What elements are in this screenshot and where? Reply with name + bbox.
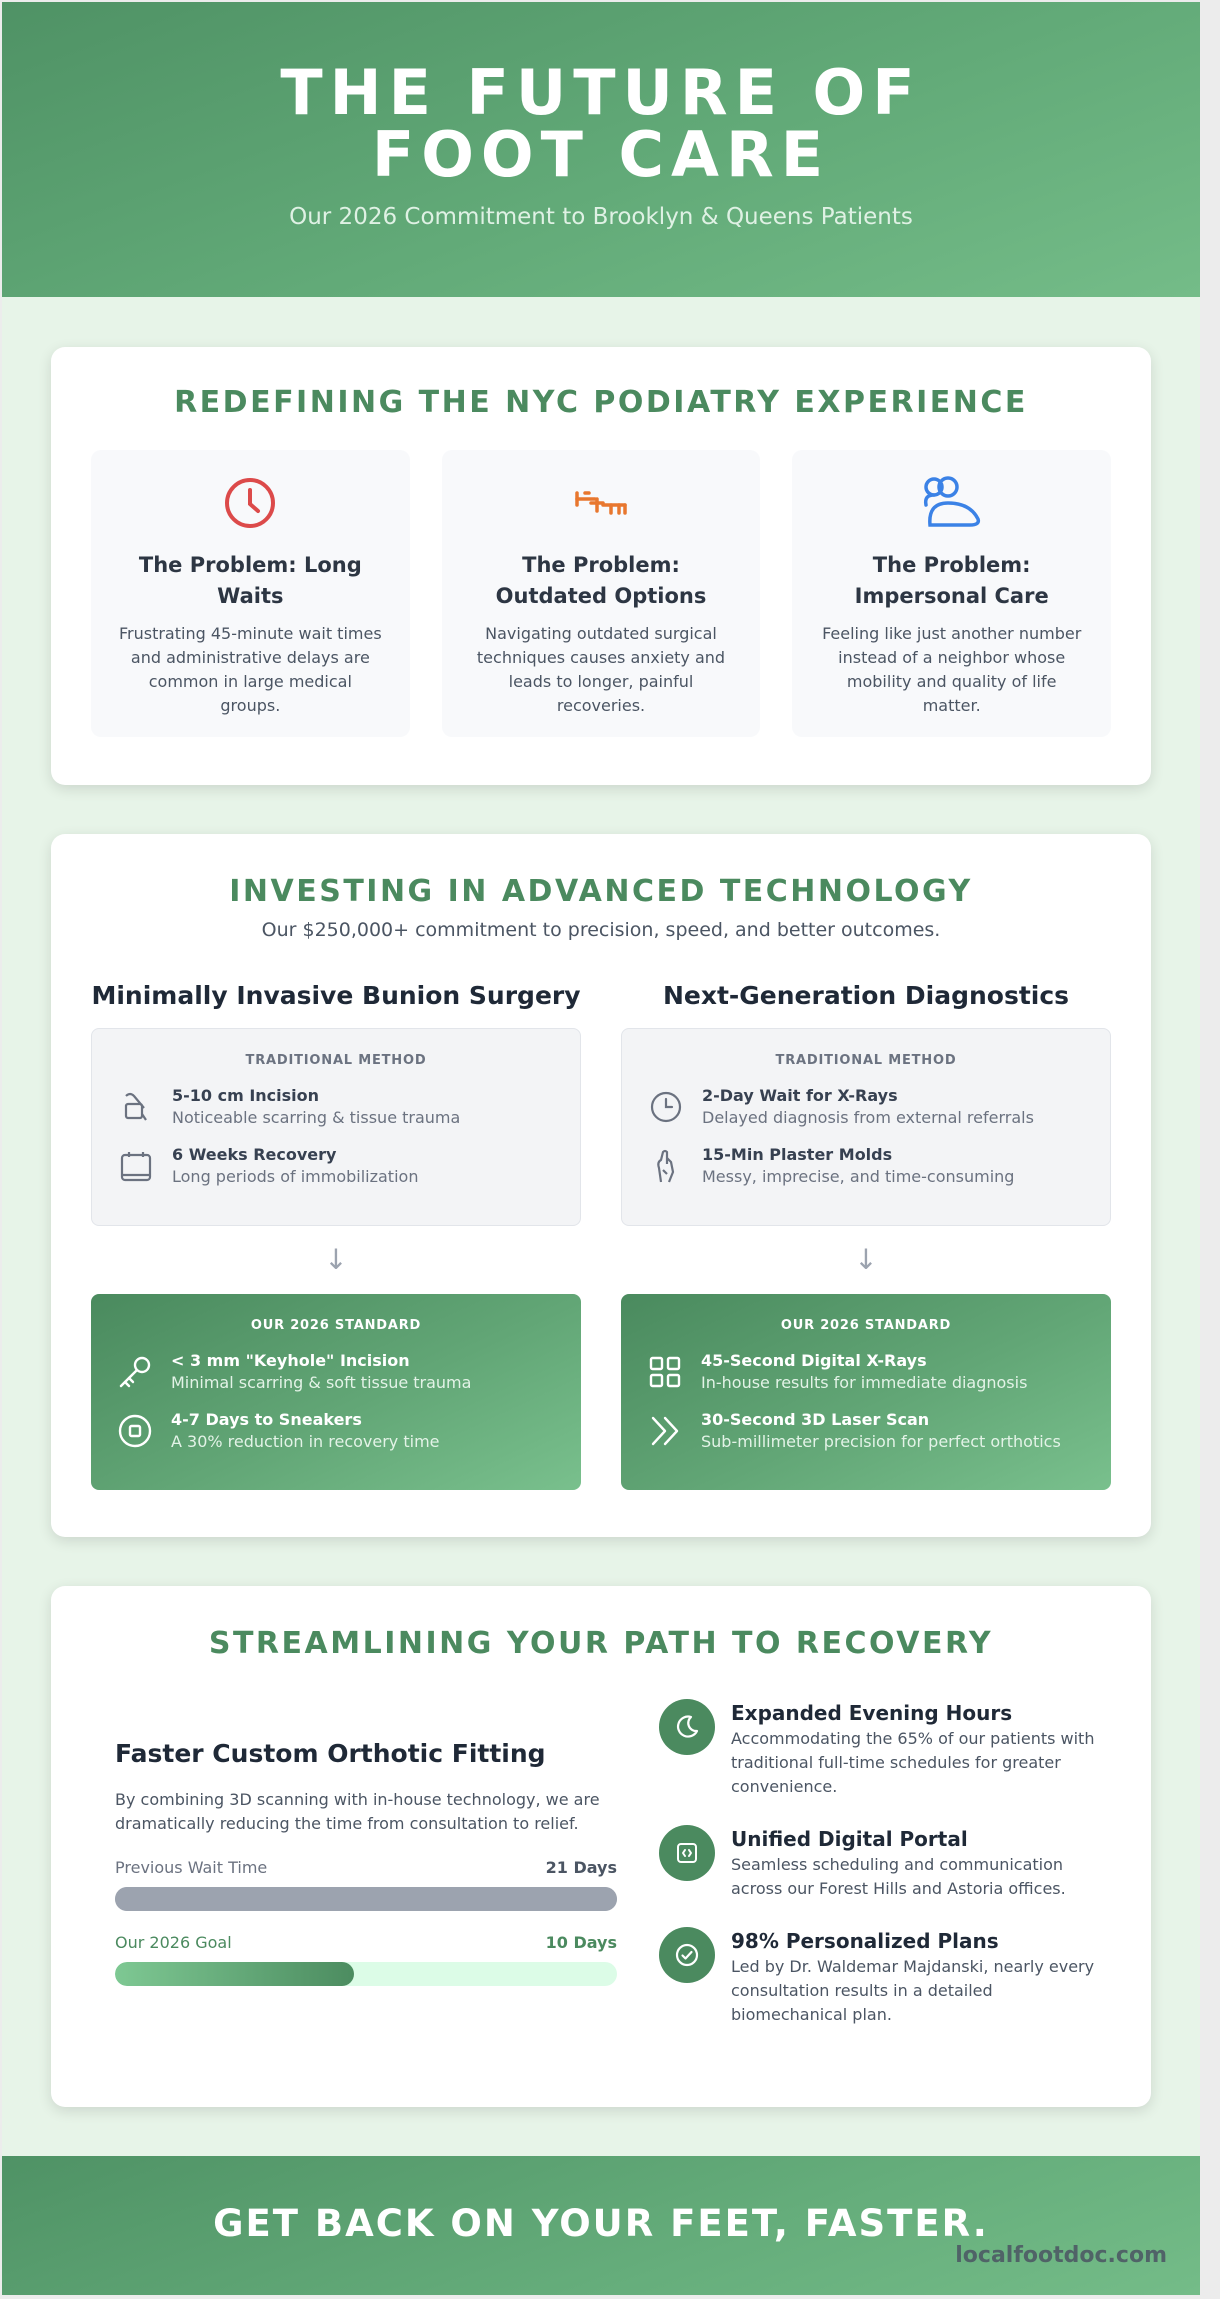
feature-text: Seamless scheduling and communication ac… — [731, 1855, 1066, 1898]
feature-title: 98% Personalized Plans — [731, 1929, 999, 1953]
method-label: OUR 2026 STANDARD — [780, 1318, 952, 1333]
recovery-path-card: STREAMLINING YOUR PATH TO RECOVERY Faste… — [51, 1586, 1151, 2107]
previous-wait-row: Previous Wait Time 21 Days — [115, 1858, 617, 1877]
problem-title: The Problem: Impersonal Care — [854, 553, 1049, 608]
problem-text: Feeling like just another number instead… — [822, 624, 1082, 715]
method-item-text: In-house results for immediate diagnosis — [701, 1373, 1028, 1392]
previous-wait-label: Previous Wait Time — [115, 1858, 268, 1877]
method-item-title: 2-Day Wait for X-Rays — [702, 1086, 898, 1105]
traditional-method-box: TRADITIONAL METHOD 2-Day Wait for X-Rays… — [621, 1028, 1111, 1226]
new-standard-box: OUR 2026 STANDARD 45-Second Digital X-Ra… — [621, 1294, 1111, 1490]
feature-item: Expanded Evening Hours Accommodating the… — [659, 1699, 1111, 1799]
tools-icon — [573, 485, 629, 525]
problem-card-care: The Problem: Impersonal Care Feeling lik… — [792, 450, 1112, 737]
target-icon — [117, 1413, 153, 1449]
method-item-title: 30-Second 3D Laser Scan — [701, 1410, 930, 1429]
previous-wait-value: 21 Days — [545, 1858, 617, 1877]
grid-icon — [647, 1354, 683, 1390]
orthotic-text: By combining 3D scanning with in-house t… — [115, 1790, 600, 1833]
down-arrow-icon: ↓ — [854, 1243, 878, 1276]
technology-card: INVESTING IN ADVANCED TECHNOLOGY Our $25… — [51, 834, 1151, 1537]
fast-forward-icon — [647, 1413, 683, 1449]
method-item-title: 45-Second Digital X-Rays — [701, 1351, 927, 1370]
scalpel-icon — [118, 1089, 154, 1125]
column-heading: Next-Generation Diagnostics — [662, 981, 1070, 1010]
moon-icon — [659, 1699, 715, 1755]
method-label: OUR 2026 STANDARD — [250, 1318, 422, 1333]
hand-icon — [648, 1148, 684, 1184]
feature-text: Accommodating the 65% of our patients wi… — [731, 1729, 1095, 1796]
problem-title: The Problem: Outdated Options — [495, 553, 707, 608]
new-standard-box: OUR 2026 STANDARD < 3 mm "Keyhole" Incis… — [91, 1294, 581, 1490]
path-title: STREAMLINING YOUR PATH TO RECOVERY — [208, 1626, 994, 1661]
problem-title: The Problem: Long Waits — [138, 553, 362, 608]
problems-card: REDEFINING THE NYC PODIATRY EXPERIENCE T… — [51, 347, 1151, 785]
orthotic-heading: Faster Custom Orthotic Fitting — [115, 1739, 546, 1768]
method-item: 4-7 Days to Sneakers A 30% reduction in r… — [117, 1410, 555, 1451]
method-item-text: Messy, imprecise, and time-consuming — [702, 1167, 1015, 1186]
method-item-text: Long periods of immobilization — [172, 1167, 419, 1186]
hero-title: THE FUTURE OF FOOT CARE — [280, 56, 922, 191]
method-label: TRADITIONAL METHOD — [245, 1053, 427, 1068]
feature-text: Led by Dr. Waldemar Majdanski, nearly ev… — [731, 1957, 1095, 2024]
portal-icon — [659, 1825, 715, 1881]
watermark: localfootdoc.com — [955, 2243, 1167, 2268]
goal-bar — [115, 1962, 617, 1986]
feature-item: 98% Personalized Plans Led by Dr. Waldem… — [659, 1927, 1111, 2027]
method-item-title: 4-7 Days to Sneakers — [171, 1410, 362, 1429]
problems-title: REDEFINING THE NYC PODIATRY EXPERIENCE — [174, 385, 1028, 420]
footer-cta: GET BACK ON YOUR FEET, FASTER. — [213, 2202, 989, 2245]
method-item-title: 5-10 cm Incision — [172, 1086, 320, 1105]
features-list: Expanded Evening Hours Accommodating the… — [641, 1699, 1111, 2053]
method-label: TRADITIONAL METHOD — [775, 1053, 957, 1068]
problem-text: Navigating outdated surgical techniques … — [476, 624, 726, 715]
goal-row: Our 2026 Goal 10 Days — [115, 1933, 617, 1952]
hero-banner: THE FUTURE OF FOOT CARE Our 2026 Commitm… — [2, 2, 1200, 297]
clock-icon — [223, 476, 277, 534]
method-item-title: 6 Weeks Recovery — [172, 1145, 337, 1164]
clock-icon — [648, 1089, 684, 1125]
feature-title: Expanded Evening Hours — [731, 1701, 1013, 1725]
feature-title: Unified Digital Portal — [731, 1827, 968, 1851]
method-item-title: < 3 mm "Keyhole" Incision — [171, 1351, 410, 1370]
goal-value: 10 Days — [545, 1933, 617, 1952]
feature-item: Unified Digital Portal Seamless scheduli… — [659, 1825, 1111, 1901]
goal-fill — [115, 1962, 354, 1986]
tech-subtitle: Our $250,000+ commitment to precision, s… — [261, 919, 941, 941]
method-item-title: 15-Min Plaster Molds — [702, 1145, 893, 1164]
calendar-icon — [118, 1148, 154, 1184]
method-item-text: Noticeable scarring & tissue trauma — [172, 1108, 461, 1127]
down-arrow-icon: ↓ — [324, 1243, 348, 1276]
hero-subtitle: Our 2026 Commitment to Brooklyn & Queens… — [289, 204, 913, 230]
check-circle-icon — [659, 1927, 715, 1983]
problem-card-options: The Problem: Outdated Options Navigating… — [441, 450, 761, 737]
method-item-text: Sub-millimeter precision for perfect ort… — [701, 1432, 1061, 1451]
users-icon — [920, 475, 984, 535]
method-item-text: A 30% reduction in recovery time — [171, 1432, 440, 1451]
method-item-text: Minimal scarring & soft tissue trauma — [171, 1373, 472, 1392]
diagnostics-column: Next-Generation Diagnostics TRADITIONAL … — [621, 981, 1111, 1490]
problem-text: Frustrating 45-minute wait times and adm… — [118, 624, 382, 715]
column-heading: Minimally Invasive Bunion Surgery — [91, 981, 581, 1010]
previous-wait-bar — [115, 1887, 617, 1911]
method-item-text: Delayed diagnosis from external referral… — [702, 1108, 1034, 1127]
orthotic-fitting-panel: Faster Custom Orthotic Fitting By combin… — [91, 1699, 641, 2053]
problem-card-waits: The Problem: Long Waits Frustrating 45-m… — [91, 450, 410, 737]
previous-wait-fill — [115, 1887, 617, 1911]
goal-label: Our 2026 Goal — [115, 1933, 232, 1952]
footer-banner: GET BACK ON YOUR FEET, FASTER. localfoot… — [2, 2156, 1200, 2295]
key-icon — [117, 1354, 153, 1390]
tech-title: INVESTING IN ADVANCED TECHNOLOGY — [229, 874, 973, 909]
page: THE FUTURE OF FOOT CARE Our 2026 Commitm… — [2, 2, 1200, 2295]
bunion-surgery-column: Minimally Invasive Bunion Surgery TRADIT… — [91, 981, 581, 1490]
